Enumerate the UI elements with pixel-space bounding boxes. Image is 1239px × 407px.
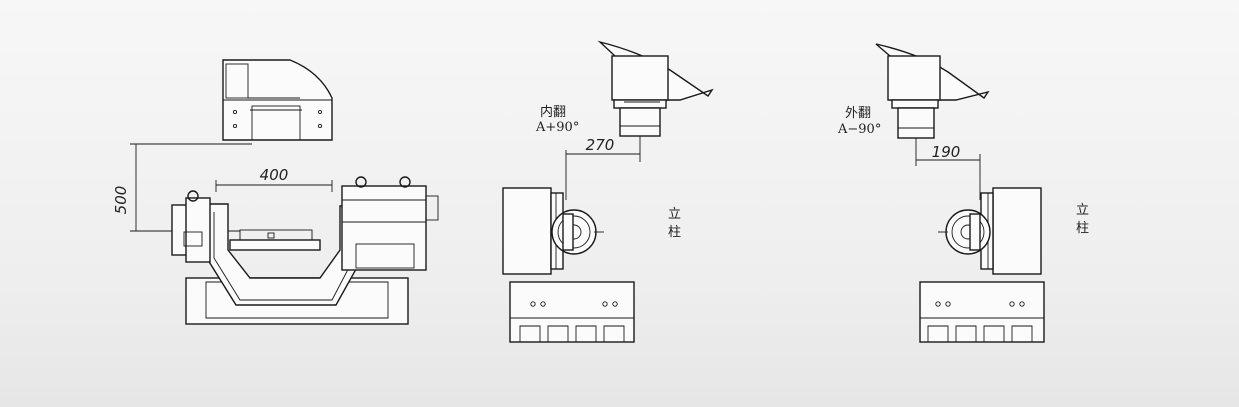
spindle-head [222, 59, 333, 141]
front-view: 500 400 [112, 59, 439, 325]
inner-flip-angle: A+90° [535, 120, 579, 135]
outer-column-label-1: 立 [1076, 203, 1089, 218]
inner-flip-view: 270 内翻 A+90° 立 柱 [502, 40, 714, 343]
left-bearing [171, 190, 211, 263]
outer-flip-angle: A−90° [837, 122, 881, 137]
outer-base [919, 281, 1045, 343]
outer-flip-label: 外翻 [845, 106, 871, 121]
dimension-190: 190 [915, 138, 981, 200]
dim-190-label: 190 [932, 143, 961, 161]
inner-spindle-head [597, 40, 714, 137]
dimension-400: 400 [215, 166, 333, 192]
right-motor [341, 176, 439, 271]
inner-column-label-1: 立 [668, 207, 681, 222]
trunnion-cradle [207, 203, 361, 306]
inner-flip-label: 内翻 [540, 104, 566, 120]
outer-column-label-2: 柱 [1076, 221, 1089, 236]
dimension-270: 270 [565, 136, 641, 200]
dim-400-label: 400 [260, 166, 289, 184]
outer-rotary-body [938, 187, 1042, 275]
dim-500-label: 500 [112, 186, 130, 215]
outer-spindle-head [875, 43, 990, 139]
dim-270-label: 270 [586, 136, 615, 154]
inner-rotary-body [502, 187, 604, 275]
outer-flip-view: 190 外翻 A−90° 立 柱 [837, 43, 1089, 343]
inner-base [509, 281, 635, 343]
inner-column-label-2: 柱 [668, 225, 681, 240]
